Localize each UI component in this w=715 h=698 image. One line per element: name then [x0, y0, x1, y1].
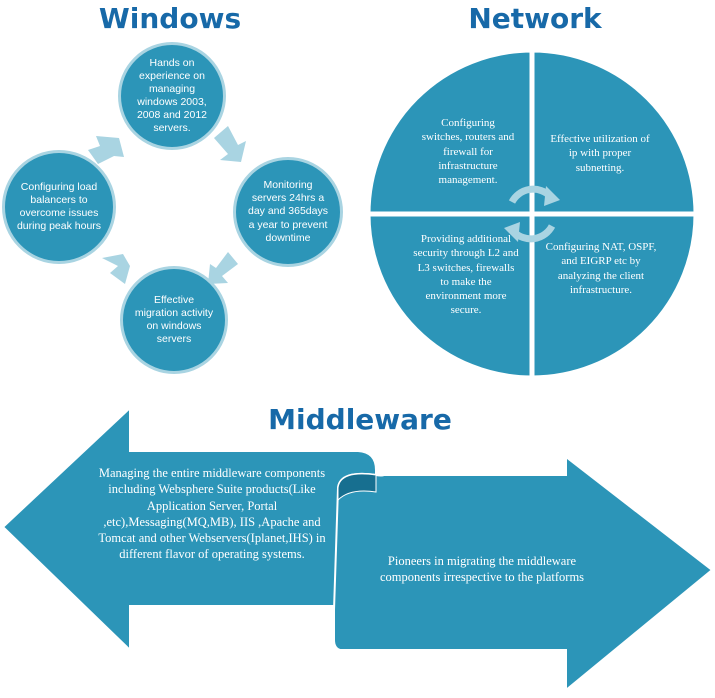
network-text-top-left: Configuring switches, routers and firewa…: [421, 117, 515, 187]
windows-node-top-text: Hands on experience on managing windows …: [136, 56, 208, 135]
network-text-bottom-left: Providing additional security through L2…: [413, 233, 519, 317]
cycle-icon: [504, 185, 560, 243]
cycle-arrow-top-left: [88, 136, 124, 164]
windows-title: Windows: [98, 2, 242, 35]
network-quadrant-bottom-right: [529, 211, 699, 381]
windows-node-top: Hands on experience on managing windows …: [118, 42, 226, 150]
network-quadrant-bottom-left: [365, 211, 535, 381]
middleware-title: Middleware: [268, 403, 452, 436]
windows-node-bottom-text: Effective migration activity on windows …: [134, 293, 214, 346]
windows-node-bottom: Effective migration activity on windows …: [120, 266, 228, 374]
network-pie: [365, 47, 699, 381]
network-quadrant-top-right: [529, 47, 699, 217]
cycle-arrow-bottom-right: [208, 252, 238, 284]
left-arrow-text: Managing the entire middleware component…: [98, 466, 326, 562]
network-text-bottom-right: Configuring NAT, OSPF, and EIGRP etc by …: [545, 241, 657, 296]
windows-node-left-text: Configuring load balancers to overcome i…: [16, 180, 102, 233]
right-arrow-text: Pioneers in migrating the middleware com…: [379, 554, 585, 585]
windows-node-left: Configuring load balancers to overcome i…: [2, 150, 116, 264]
cycle-arrow-top-right: [214, 126, 246, 162]
ribbon-fold: [337, 473, 377, 502]
windows-node-right: Monitoring servers 24hrs a day and 365da…: [233, 157, 343, 267]
windows-node-right-text: Monitoring servers 24hrs a day and 365da…: [248, 179, 328, 244]
cycle-arrow-bottom-left: [102, 254, 130, 284]
network-quadrant-top-left: [365, 47, 535, 217]
network-title: Network: [468, 2, 602, 35]
network-text-top-right: Effective utilization of ip with proper …: [550, 133, 650, 174]
